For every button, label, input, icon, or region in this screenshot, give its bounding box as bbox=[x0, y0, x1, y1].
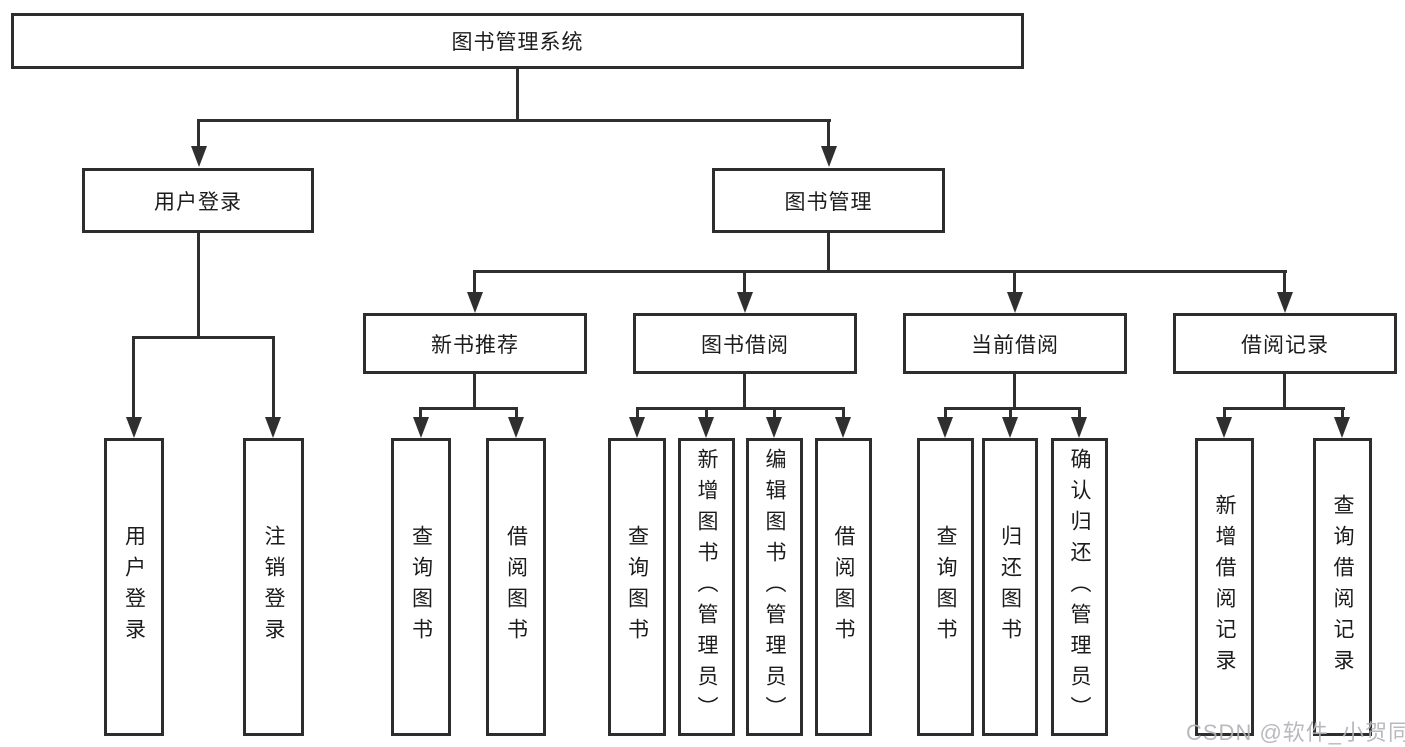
arrowhead-down-icon bbox=[265, 417, 281, 438]
node-library-management-system: 图书管理系统 bbox=[11, 13, 1024, 69]
arrowhead-down-icon bbox=[1216, 417, 1232, 438]
connector-current-borrowing-horizontal bbox=[944, 407, 1081, 410]
node-leaf-query-books: 查询图书 bbox=[917, 438, 974, 736]
connector-stub-book-management bbox=[827, 119, 830, 147]
arrowhead-down-icon bbox=[1002, 417, 1018, 438]
node-label: 当前借阅 bbox=[971, 333, 1059, 357]
connector-stub bbox=[944, 407, 947, 418]
connector-user-login-down bbox=[197, 233, 200, 339]
arrowhead-down-icon bbox=[191, 146, 207, 167]
connector-level2-horizontal bbox=[197, 119, 831, 122]
node-new-book-recommendation: 新书推荐 bbox=[363, 313, 587, 374]
connector-stub bbox=[1013, 270, 1016, 294]
arrowhead-down-icon bbox=[508, 417, 524, 438]
arrowhead-down-icon bbox=[1334, 417, 1350, 438]
node-book-borrowing: 图书借阅 bbox=[633, 313, 857, 374]
node-label: 新增图书（管理员） bbox=[695, 447, 718, 727]
node-leaf-add-books-admin: 新增图书（管理员） bbox=[678, 438, 735, 736]
node-label: 新书推荐 bbox=[431, 333, 519, 357]
node-label: 查询图书 bbox=[625, 525, 649, 649]
node-leaf-confirm-return-admin: 确认归还（管理员） bbox=[1051, 438, 1108, 736]
connector-new-book-down bbox=[473, 374, 476, 410]
arrowhead-down-icon bbox=[126, 417, 142, 438]
arrowhead-down-icon bbox=[629, 417, 645, 438]
arrowhead-down-icon bbox=[1071, 417, 1087, 438]
connector-borrowing-records-horizontal bbox=[1223, 407, 1345, 410]
connector-stub bbox=[473, 270, 476, 294]
connector-new-book-horizontal bbox=[419, 407, 518, 410]
connector-stub bbox=[1341, 407, 1344, 418]
csdn-watermark: CSDN @软件_小贺同学 bbox=[1186, 720, 1405, 745]
connector-stub bbox=[743, 270, 746, 294]
node-label: 图书借阅 bbox=[701, 333, 789, 357]
node-label: 图书管理 bbox=[784, 190, 873, 214]
connector-book-borrowing-down bbox=[743, 374, 746, 410]
node-label: 编辑图书（管理员） bbox=[763, 447, 786, 727]
connector-stub bbox=[1009, 407, 1012, 418]
arrowhead-down-icon bbox=[937, 417, 953, 438]
node-label: 查询图书 bbox=[409, 525, 433, 649]
arrowhead-down-icon bbox=[413, 417, 429, 438]
node-leaf-borrow-books: 借阅图书 bbox=[815, 438, 872, 736]
connector-stub bbox=[515, 407, 518, 418]
arrowhead-down-icon bbox=[766, 417, 782, 438]
node-leaf-edit-books-admin: 编辑图书（管理员） bbox=[746, 438, 803, 736]
arrowhead-down-icon bbox=[1007, 292, 1023, 313]
node-leaf-user-login: 用户登录 bbox=[104, 438, 164, 736]
node-label: 确认归还（管理员） bbox=[1068, 447, 1091, 727]
node-label: 查询图书 bbox=[934, 525, 957, 649]
node-label: 查询借阅记录 bbox=[1331, 494, 1354, 680]
node-leaf-logout: 注销登录 bbox=[243, 438, 304, 736]
node-borrowing-records: 借阅记录 bbox=[1173, 313, 1397, 374]
connector-stub bbox=[1223, 407, 1226, 418]
arrowhead-down-icon bbox=[835, 417, 851, 438]
connector-root-down bbox=[516, 69, 519, 122]
node-leaf-query-books: 查询图书 bbox=[608, 438, 666, 736]
connector-current-borrowing-down bbox=[1013, 374, 1016, 410]
connector-borrowing-records-down bbox=[1283, 374, 1286, 410]
connector-user-login-horizontal bbox=[132, 336, 275, 339]
node-label: 用户登录 bbox=[122, 525, 146, 649]
node-label: 注销登录 bbox=[262, 525, 285, 649]
arrowhead-down-icon bbox=[698, 417, 714, 438]
node-user-login: 用户登录 bbox=[82, 168, 314, 233]
node-label: 用户登录 bbox=[154, 190, 242, 214]
node-leaf-add-borrowing-record: 新增借阅记录 bbox=[1195, 438, 1254, 736]
node-label: 借阅记录 bbox=[1241, 333, 1329, 357]
connector-stub-user-login bbox=[197, 119, 200, 147]
node-leaf-query-books: 查询图书 bbox=[391, 438, 451, 736]
connector-stub bbox=[1078, 407, 1081, 418]
node-label: 借阅图书 bbox=[504, 525, 528, 649]
node-label: 归还图书 bbox=[998, 525, 1022, 649]
connector-stub bbox=[636, 407, 639, 418]
connector-stub bbox=[419, 407, 422, 418]
node-label: 新增借阅记录 bbox=[1213, 494, 1236, 680]
arrowhead-down-icon bbox=[1277, 292, 1293, 313]
node-leaf-return-books: 归还图书 bbox=[982, 438, 1038, 736]
node-current-borrowing: 当前借阅 bbox=[903, 313, 1127, 374]
connector-book-management-down bbox=[827, 233, 830, 272]
connector-book-borrowing-horizontal bbox=[636, 407, 845, 410]
connector-stub bbox=[132, 336, 135, 418]
node-label: 借阅图书 bbox=[832, 525, 855, 649]
node-book-management: 图书管理 bbox=[712, 168, 945, 233]
connector-stub bbox=[842, 407, 845, 418]
connector-stub bbox=[272, 336, 275, 418]
node-leaf-borrow-books: 借阅图书 bbox=[486, 438, 546, 736]
arrowhead-down-icon bbox=[737, 292, 753, 313]
node-label: 图书管理系统 bbox=[451, 31, 584, 54]
connector-stub bbox=[1283, 270, 1286, 294]
connector-stub bbox=[705, 407, 708, 418]
arrowhead-down-icon bbox=[821, 146, 837, 167]
arrowhead-down-icon bbox=[467, 292, 483, 313]
connector-level3-horizontal bbox=[473, 270, 1287, 273]
node-leaf-query-borrowing-record: 查询借阅记录 bbox=[1313, 438, 1372, 736]
connector-stub bbox=[773, 407, 776, 418]
